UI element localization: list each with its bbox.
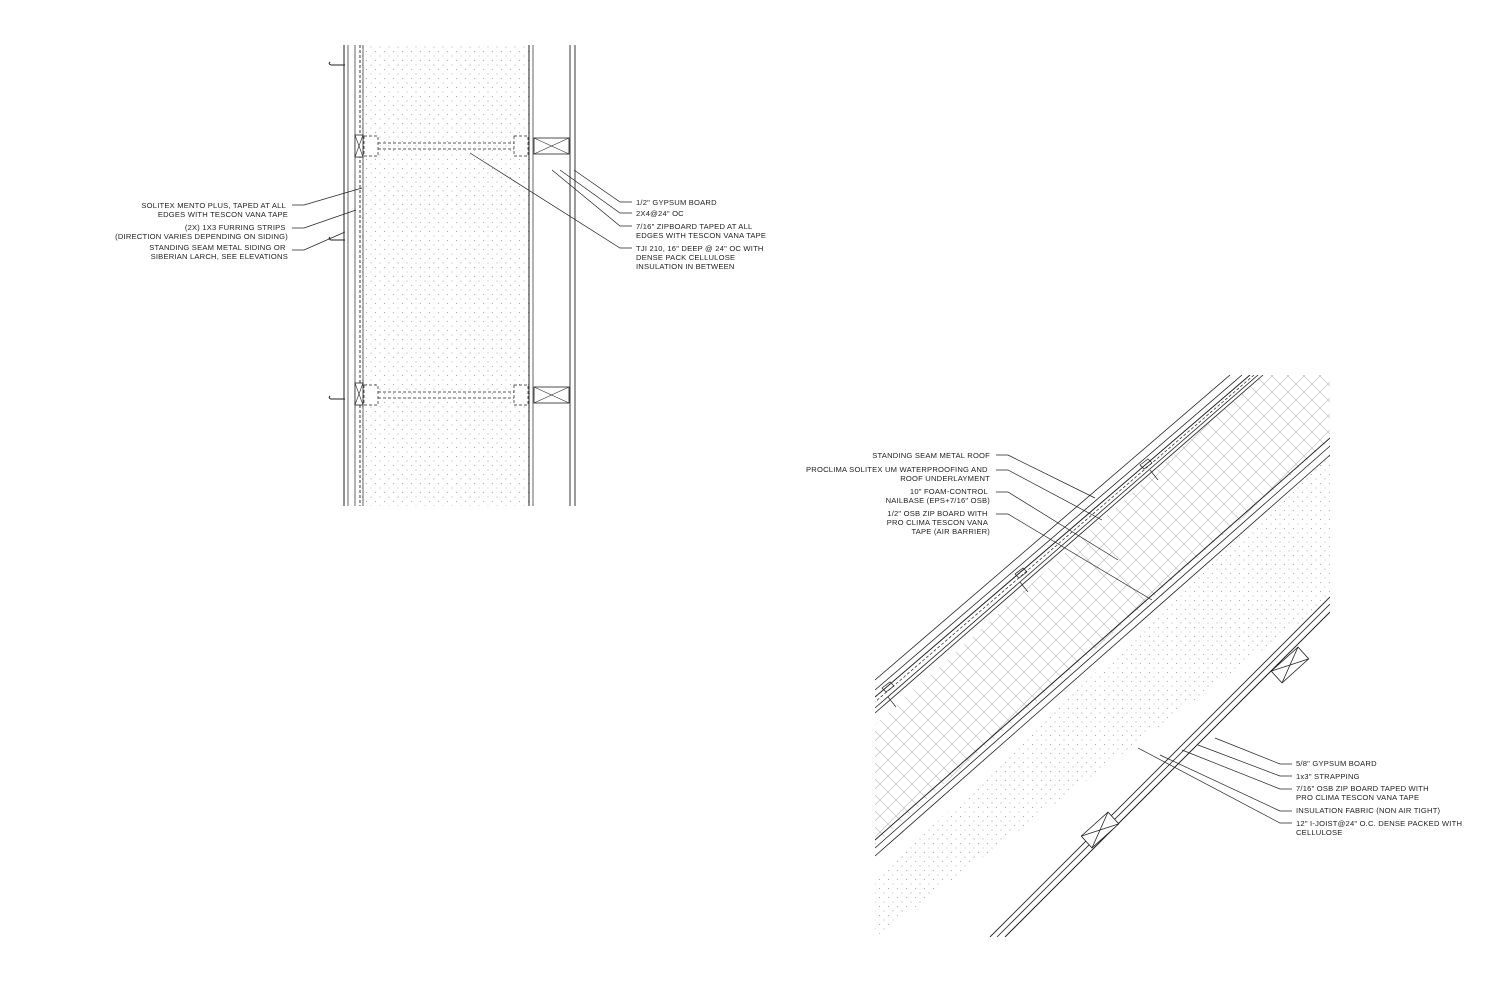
roof-bottom-leaders (1137, 737, 1292, 824)
label-metal-siding: STANDING SEAM METAL SIDING OR SIBERIAN L… (149, 243, 288, 261)
label-foam-nailbase: 10" FOAM-CONTROL NAILBASE (EPS+7/16" OSB… (886, 487, 991, 505)
label-osb-716: 7/16" OSB ZIP BOARD TAPED WITH PRO CLIMA… (1296, 784, 1431, 802)
roof-section: STANDING SEAM METAL ROOF PROCLIMA SOLITE… (806, 375, 1464, 937)
roof-cellulose-band (875, 452, 1330, 937)
wall-left-leaders (292, 187, 363, 251)
wall-section: SOLITEX MENTO PLUS, TAPED AT ALL EDGES W… (115, 45, 766, 506)
roof-top-leaders (996, 454, 1153, 601)
label-strapping: 1x3" STRAPPING (1296, 772, 1360, 781)
roof-foam-band (875, 375, 1330, 845)
label-i-joist: 12" I-JOIST@24" O.C. DENSE PACKED WITH C… (1296, 819, 1464, 837)
label-solitex-mento: SOLITEX MENTO PLUS, TAPED AT ALL EDGES W… (141, 201, 288, 219)
label-gypsum-board: 1/2" GYPSUM BOARD (636, 198, 717, 207)
wall-cellulose-fill (362, 45, 530, 506)
roof-strapping-blocks (1080, 646, 1310, 849)
label-gypsum-58: 5/8" GYPSUM BOARD (1296, 759, 1377, 768)
label-insulation-fabric: INSULATION FABRIC (NON AIR TIGHT) (1296, 806, 1441, 815)
tji-joist-1 (354, 134, 570, 158)
wall-right-leaders (469, 152, 632, 249)
tji-joist-2 (354, 382, 570, 406)
label-furring-strips: (2X) 1X3 FURRING STRIPS (DIRECTION VARIE… (115, 223, 288, 241)
label-2x4-studs: 2X4@24" OC (636, 209, 684, 218)
roof-seam-clips (881, 458, 1159, 708)
label-zipboard: 7/16" ZIPBOARD TAPED AT ALL EDGES WITH T… (636, 222, 766, 240)
label-solitex-um: PROCLIMA SOLITEX UM WATERPROOFING AND RO… (806, 465, 990, 483)
label-tji-joist: TJI 210, 16" DEEP @ 24" OC WITH DENSE PA… (636, 244, 766, 271)
label-standing-seam-roof: STANDING SEAM METAL ROOF (872, 451, 990, 460)
label-osb-zip-board: 1/2" OSB ZIP BOARD WITH PRO CLIMA TESCON… (887, 509, 991, 536)
